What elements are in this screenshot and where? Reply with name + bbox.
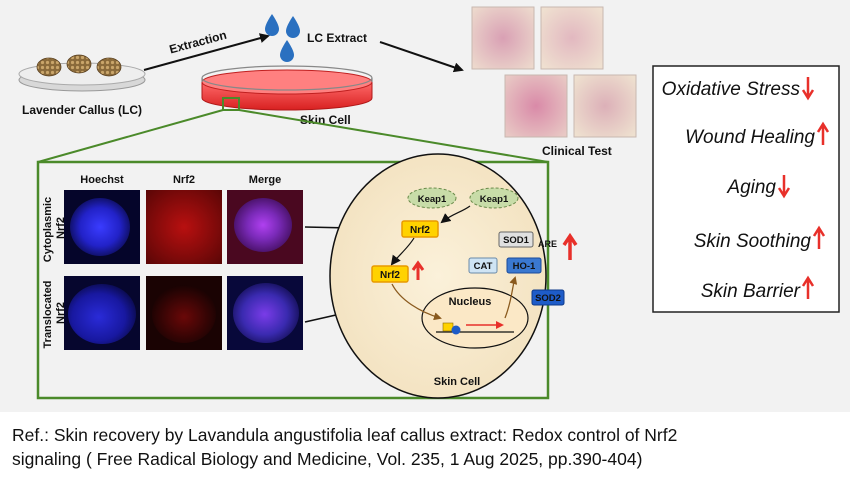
sod2-label: SOD2 <box>535 293 561 304</box>
nrf2-box-free <box>371 265 409 283</box>
effect-aging: Aging <box>726 177 776 198</box>
effect-item: Skin Soothing <box>694 225 826 252</box>
ho1-label: HO-1 <box>513 261 536 272</box>
micro-nrf2-row1 <box>146 190 222 264</box>
keap1-node-a <box>407 187 457 209</box>
drop-icon <box>265 14 300 62</box>
effects-list: Oxidative Stress Wound Healing Aging Ski… <box>662 77 830 302</box>
effect-item: Aging <box>726 175 791 199</box>
keap1-label-a: Keap1 <box>418 194 447 205</box>
keap1-release-arrow <box>440 205 471 224</box>
effect-3-arrow-icon <box>812 225 826 249</box>
callus-plate <box>18 54 146 92</box>
col-header-nrf2: Nrf2 <box>173 174 195 186</box>
clinical-arrow <box>379 41 464 73</box>
callus-clump-icon <box>36 54 122 77</box>
sod2-box <box>531 289 565 306</box>
nucleus <box>421 287 529 349</box>
extraction-label: Extraction <box>168 28 228 57</box>
effect-item: Oxidative Stress <box>662 77 815 101</box>
zoom-line-right <box>238 109 549 163</box>
effects-box <box>652 65 840 313</box>
cat-box <box>468 257 498 274</box>
reference-citation: Ref.: Skin recovery by Lavandula angusti… <box>12 425 678 469</box>
extraction-arrow <box>143 33 270 71</box>
nrf2-accumulate-arrow <box>390 237 415 266</box>
col-header-hoechst: Hoechst <box>80 174 124 186</box>
nrf2-translocation-arrow <box>391 283 442 321</box>
are-label: ARE <box>538 239 557 249</box>
ho1-box <box>506 257 542 274</box>
micro-nrf2-row2 <box>146 276 222 350</box>
micro-merge-row2 <box>227 276 303 350</box>
col-header-merge: Merge <box>249 174 281 186</box>
nucleus-label: Nucleus <box>449 296 492 308</box>
effect-item: Wound Healing <box>685 121 830 148</box>
keap1-node-b <box>469 187 519 209</box>
callus-label: Lavender Callus (LC) <box>22 103 142 117</box>
row-label-translocated: Translocated Nrf2 <box>42 278 67 349</box>
graphical-abstract: Lavender Callus (LC) Extraction LC Extra… <box>18 6 840 400</box>
clinical-label: Clinical Test <box>542 144 612 158</box>
nrf2-up-arrow-icon <box>411 260 425 280</box>
gene-expression-arrow <box>504 276 518 319</box>
zoom-line-left <box>37 109 224 163</box>
maf-protein-icon <box>451 325 461 335</box>
petri-dish <box>201 65 373 111</box>
keap1-label-b: Keap1 <box>480 194 509 205</box>
row-label-cytoplasmic: Cytoplasmic Nrf2 <box>42 194 67 262</box>
row-label-cytoplasmic-line1: Cytoplasmic <box>42 197 54 262</box>
zoom-frame <box>36 160 550 400</box>
sod1-label: SOD1 <box>503 235 530 246</box>
extract-label: LC Extract <box>307 31 367 45</box>
effect-item: Skin Barrier <box>701 275 815 302</box>
zoom-region-box <box>222 97 240 111</box>
effect-oxidative-stress: Oxidative Stress <box>662 79 801 100</box>
nrf2-box-cytoplasm <box>401 220 439 238</box>
effect-skin-barrier: Skin Barrier <box>701 281 801 302</box>
effect-skin-soothing: Skin Soothing <box>694 231 812 252</box>
effect-4-arrow-icon <box>801 275 815 299</box>
skin-cell-label: Skin Cell <box>434 376 480 388</box>
effect-wound-healing: Wound Healing <box>685 127 815 148</box>
effect-1-arrow-icon <box>816 121 830 145</box>
sod1-box <box>498 231 534 248</box>
micro-merge-row1 <box>227 190 303 264</box>
nrf2-label-a: Nrf2 <box>410 225 430 236</box>
effect-2-arrow-icon <box>777 175 791 199</box>
micro-hoechst-row1 <box>64 190 140 264</box>
effect-0-arrow-icon <box>801 77 815 101</box>
micro-hoechst-row2 <box>64 276 140 350</box>
clinical-test-images <box>471 6 637 138</box>
nrf2-bound-icon <box>442 322 454 332</box>
cat-label: CAT <box>474 261 493 272</box>
skin-cell-dish-label: Skin Cell <box>300 113 351 127</box>
nrf2-label-b: Nrf2 <box>380 270 400 281</box>
row-label-translocated-line1: Translocated <box>42 281 54 349</box>
are-up-arrow-icon <box>562 232 578 260</box>
microscopy-grid <box>64 190 303 350</box>
